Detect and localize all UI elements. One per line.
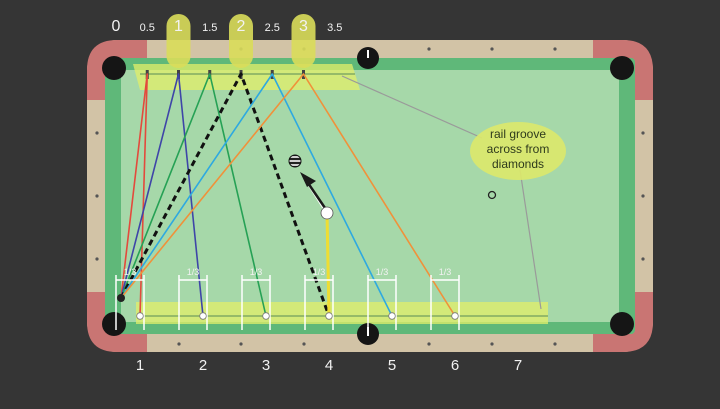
top-label-2-5: 2.5 xyxy=(265,22,280,34)
rail-diamond-bottom-3 xyxy=(427,342,431,346)
shot-line-5 xyxy=(120,73,456,317)
callout-line-2: across from xyxy=(487,142,550,156)
bottom-label-7: 7 xyxy=(514,357,522,374)
rail-diamond-bottom-0 xyxy=(177,342,181,346)
fraction-label-2: 1/3 xyxy=(250,267,263,277)
shot-line-3-color-leg xyxy=(325,212,331,317)
pocket-top-right xyxy=(610,56,634,80)
callout-line-3: diamonds xyxy=(492,157,544,171)
fraction-label-3: 1/3 xyxy=(313,267,326,277)
top-label-0-5: 0.5 xyxy=(140,22,155,34)
shot-line-0 xyxy=(120,73,149,317)
target-point-0 xyxy=(136,312,144,320)
label-highlight-2 xyxy=(229,14,253,68)
corner-rail-bottom-right xyxy=(593,292,653,352)
rail-diamond-top-4 xyxy=(553,47,557,51)
rail-diamond-top-3 xyxy=(490,47,494,51)
callout: rail groove across from diamonds xyxy=(341,75,566,310)
shot-line-1 xyxy=(120,73,204,317)
bottom-label-1: 1 xyxy=(136,357,144,374)
rail-diamond-left-0 xyxy=(95,131,99,135)
bottom-label-6: 6 xyxy=(451,357,459,374)
shot-line-4 xyxy=(120,73,393,317)
target-point-5 xyxy=(451,312,459,320)
rail-diamond-bottom-1 xyxy=(239,342,243,346)
fraction-brackets: 1/3 1/3 1/3 1/3 1/3 1/3 xyxy=(115,267,460,330)
pocket-bottom-right xyxy=(610,312,634,336)
bottom-diamond-labels: 1 2 3 4 5 6 7 xyxy=(136,357,522,374)
rail-diamond-bottom-5 xyxy=(553,342,557,346)
top-label-1-5: 1.5 xyxy=(202,22,217,34)
rail-diamond-bottom-4 xyxy=(490,342,494,346)
label-highlights xyxy=(166,14,316,68)
shot-line-3 xyxy=(119,72,331,317)
rail-diamond-bottom-2 xyxy=(302,342,306,346)
target-point-3 xyxy=(325,312,333,320)
top-label-0: 0 xyxy=(112,18,121,35)
table xyxy=(87,40,653,352)
shot-line-2 xyxy=(120,73,267,317)
target-point-1 xyxy=(199,312,207,320)
bottom-label-5: 5 xyxy=(388,357,396,374)
label-highlight-3 xyxy=(291,14,316,68)
callout-line-1: rail groove xyxy=(490,127,546,141)
striped-ball-icon xyxy=(288,154,302,168)
rail-diamond-top-2 xyxy=(427,47,431,51)
rail-diamond-left-1 xyxy=(95,194,99,198)
pocket-bottom-left xyxy=(102,312,126,336)
callout-bubble xyxy=(470,122,566,180)
fraction-label-5: 1/3 xyxy=(439,267,452,277)
groove-highlight-bottom xyxy=(136,302,548,324)
target-points xyxy=(136,312,459,320)
top-label-3: 3 xyxy=(299,18,308,35)
target-point-2 xyxy=(262,312,270,320)
rail-diamond-left-2 xyxy=(95,257,99,261)
shot-lines xyxy=(119,72,456,317)
top-label-2: 2 xyxy=(237,18,246,35)
top-label-1: 1 xyxy=(174,18,183,35)
rail-diamond-right-1 xyxy=(641,194,645,198)
outlined-circle-icon xyxy=(487,190,497,200)
aim-point xyxy=(117,294,125,302)
corner-rail-top-left xyxy=(87,40,147,100)
corner-rail-top-right xyxy=(593,40,653,100)
top-diamond-labels: 0 0.5 1 1.5 2 2.5 3 3.5 xyxy=(112,18,343,35)
fraction-label-4: 1/3 xyxy=(376,267,389,277)
callout-leader-top xyxy=(341,75,483,139)
white-circle-icon xyxy=(320,206,334,220)
callout-leader-bottom xyxy=(519,169,542,310)
arrow-icon xyxy=(300,172,316,187)
label-highlight-1 xyxy=(166,14,191,68)
rail-diamond-right-2 xyxy=(641,257,645,261)
arrow-shaft xyxy=(304,179,327,209)
fraction-label-1: 1/3 xyxy=(187,267,200,277)
fraction-label-0: 1/3 xyxy=(124,267,137,277)
bottom-label-2: 2 xyxy=(199,357,207,374)
rail-diamond-right-0 xyxy=(641,131,645,135)
bottom-label-3: 3 xyxy=(262,357,270,374)
target-point-4 xyxy=(388,312,396,320)
corner-rail-bottom-left xyxy=(87,292,147,352)
top-label-3-5: 3.5 xyxy=(327,22,342,34)
rail-diamonds xyxy=(95,47,645,346)
groove-highlight-top xyxy=(133,64,360,90)
bottom-label-4: 4 xyxy=(325,357,333,374)
pocket-top-left xyxy=(102,56,126,80)
